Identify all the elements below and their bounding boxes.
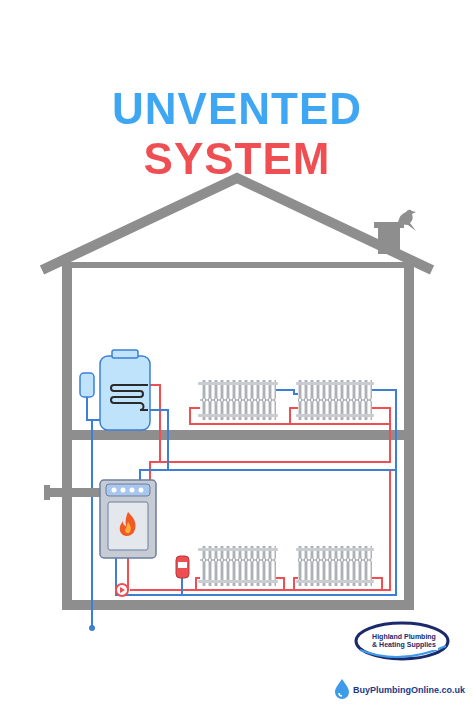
- website-text: BuyPlumbingOnline.co.uk: [352, 684, 466, 696]
- title: UNVENTED SYSTEM: [87, 84, 387, 184]
- logo-text: Highland Plumbing & Heating Supplies: [370, 632, 438, 650]
